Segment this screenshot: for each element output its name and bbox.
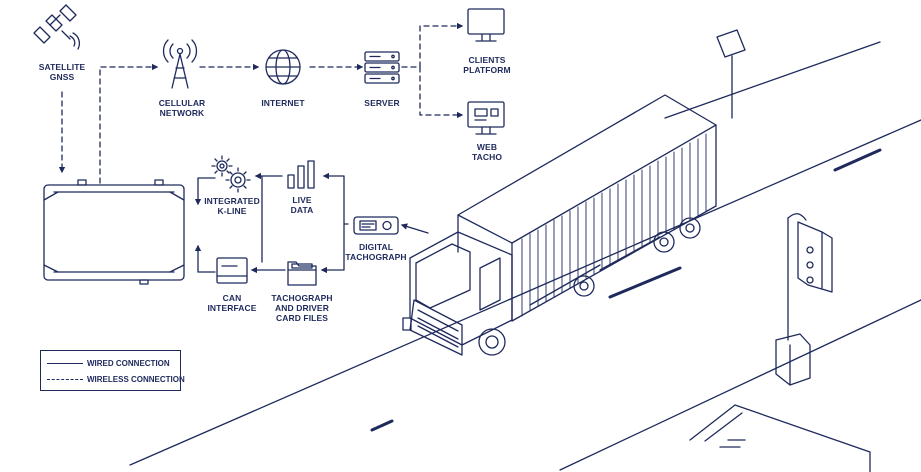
digital-tachograph-label: DIGITAL TACHOGRAPH bbox=[345, 242, 407, 262]
card-files-label: TACHOGRAPH AND DRIVER CARD FILES bbox=[271, 293, 333, 323]
bar-chart-icon bbox=[287, 160, 315, 189]
can-interface-icon bbox=[216, 257, 248, 284]
monitor-icon bbox=[467, 8, 505, 42]
road-illustration bbox=[129, 41, 921, 472]
cell-tower-icon bbox=[162, 39, 198, 89]
tracker-device-icon bbox=[43, 179, 185, 285]
wired-connections bbox=[194, 172, 429, 274]
legend-wireless: WIRELESS CONNECTION bbox=[47, 373, 185, 385]
satellite-label: SATELLITE GNSS bbox=[38, 62, 86, 82]
web-tacho-icon bbox=[467, 101, 505, 135]
legend-wired: WIRED CONNECTION bbox=[47, 357, 170, 369]
wireless-line-sample bbox=[47, 378, 83, 380]
k-line-label: INTEGRATED K-LINE bbox=[204, 196, 260, 216]
internet-label: INTERNET bbox=[261, 98, 305, 108]
web-tacho-label: WEB TACHO bbox=[471, 142, 503, 162]
cellular-network-label: CELLULAR NETWORK bbox=[158, 98, 206, 118]
live-data-label: LIVE DATA bbox=[290, 195, 314, 215]
legend-wired-label: WIRED CONNECTION bbox=[87, 358, 170, 368]
satellite-icon bbox=[33, 4, 80, 50]
globe-icon bbox=[265, 49, 301, 85]
wired-line-sample bbox=[47, 362, 83, 364]
legend-wireless-label: WIRELESS CONNECTION bbox=[87, 374, 185, 384]
server-icon bbox=[364, 51, 400, 84]
street-sign-illustration bbox=[716, 29, 746, 119]
legend: WIRED CONNECTION WIRELESS CONNECTION bbox=[40, 350, 185, 391]
truck-illustration bbox=[402, 94, 717, 356]
traffic-light-illustration bbox=[775, 213, 833, 386]
folder-icon bbox=[287, 261, 317, 286]
wireless-connections bbox=[58, 22, 464, 184]
can-interface-label: CAN INTERFACE bbox=[207, 293, 257, 313]
tachograph-icon bbox=[353, 216, 399, 235]
gears-icon bbox=[211, 155, 251, 193]
clients-platform-label: CLIENTS PLATFORM bbox=[463, 55, 511, 75]
server-label: SERVER bbox=[364, 98, 400, 108]
